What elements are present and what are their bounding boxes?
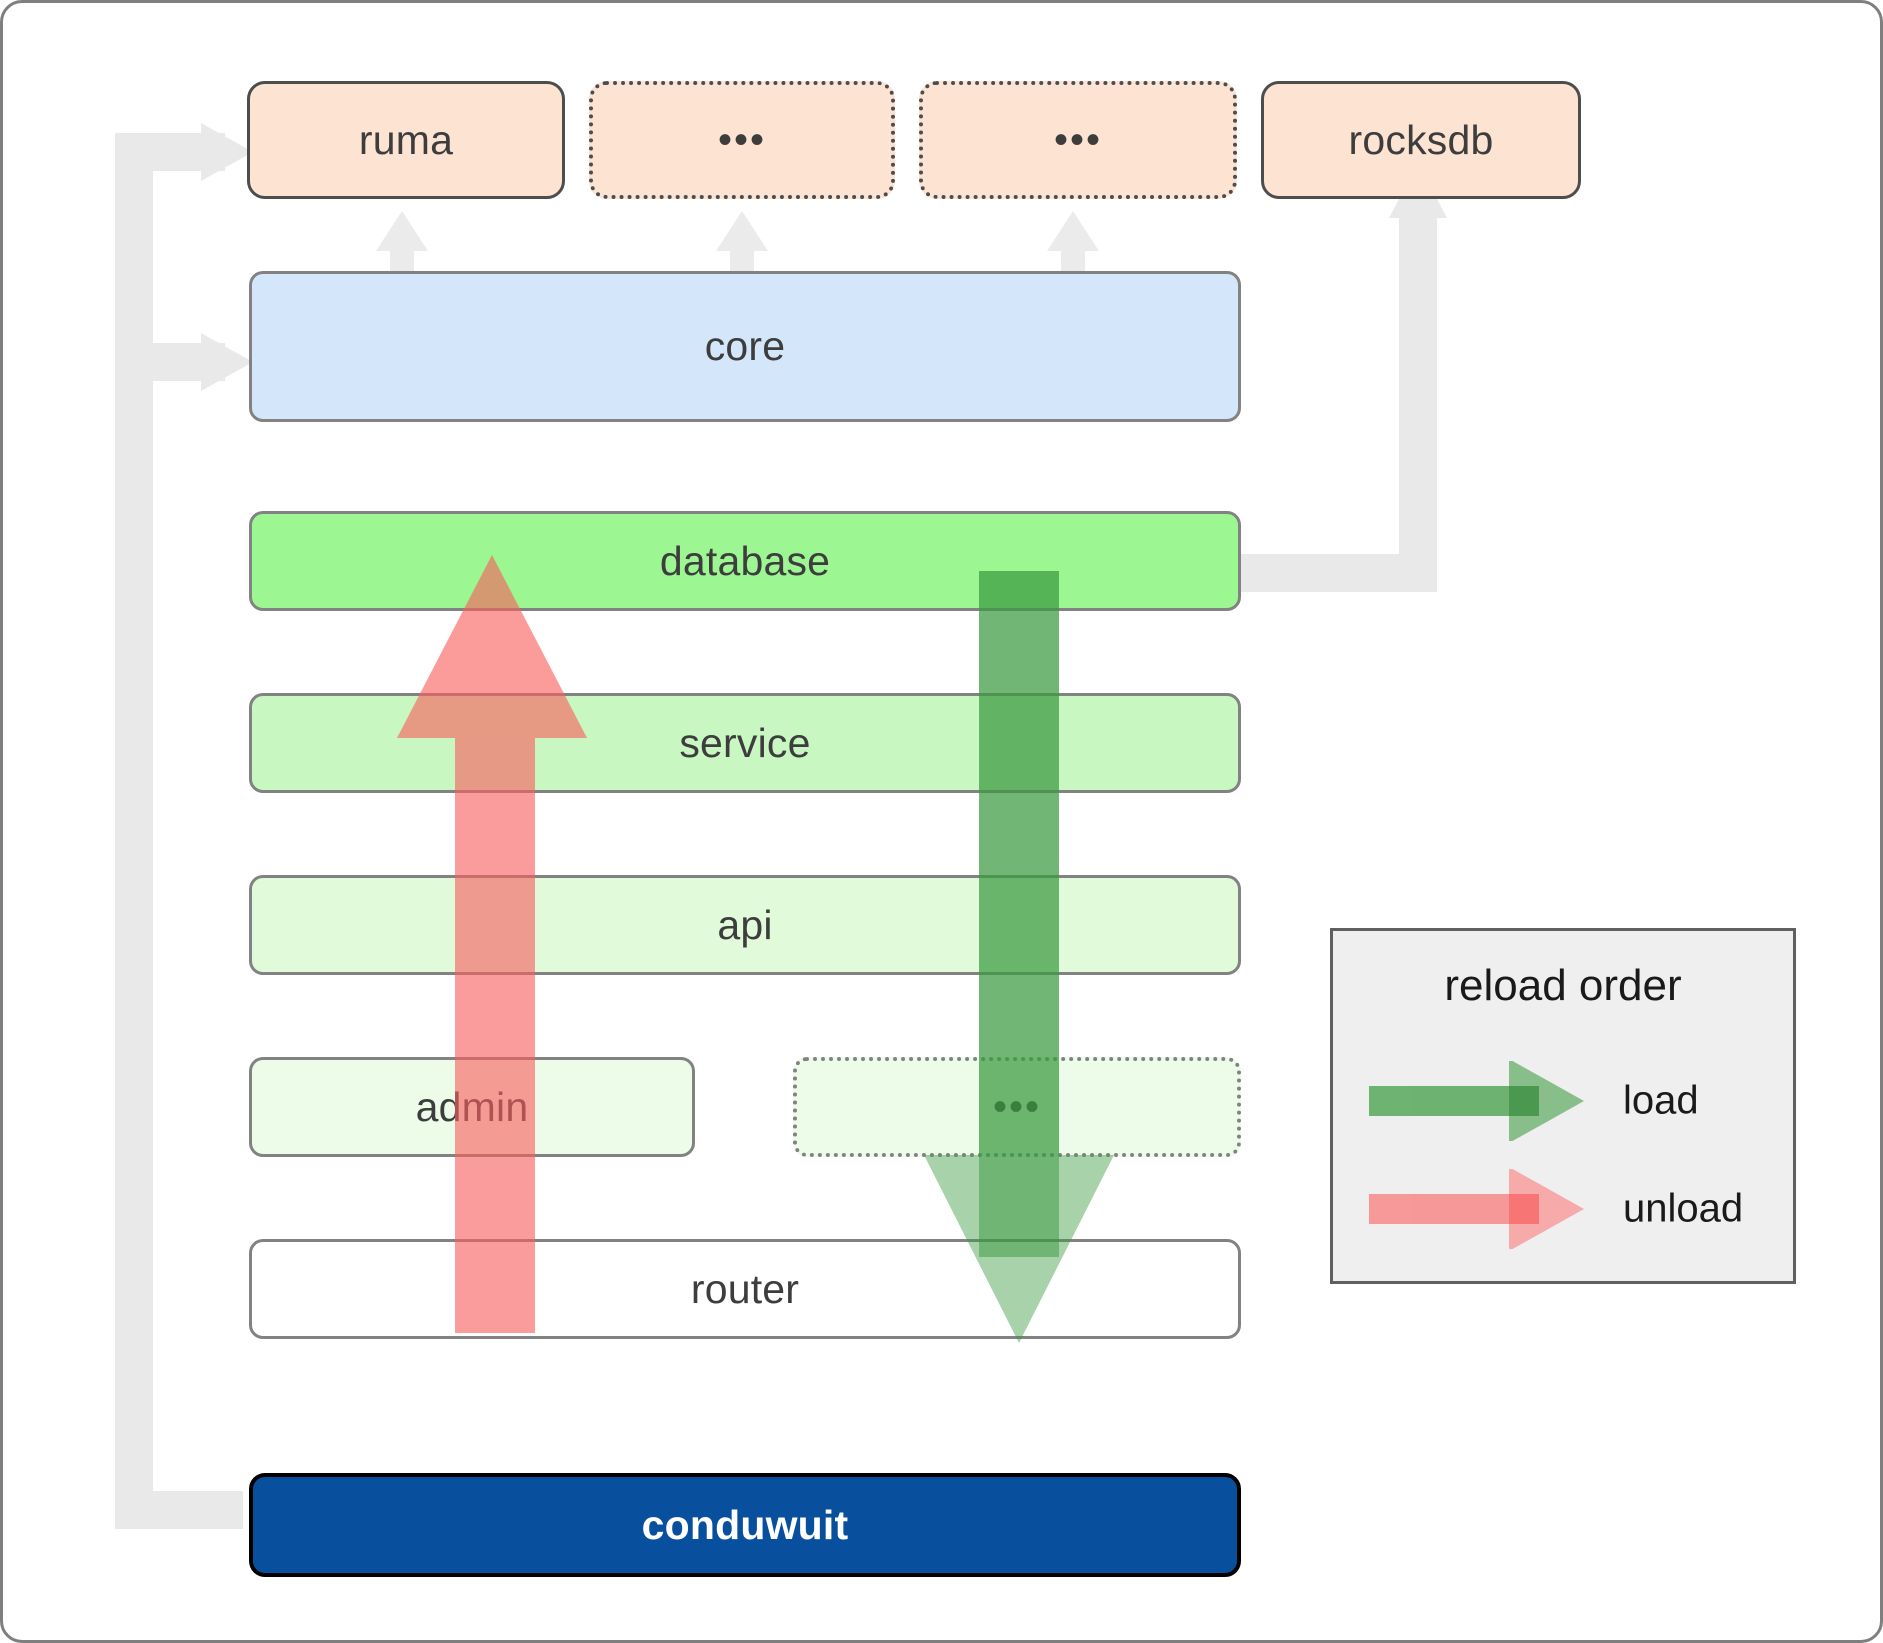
node-label-conduwuit: conduwuit — [641, 1501, 849, 1548]
legend-panel: reload order load — [1330, 928, 1796, 1284]
node-label-database: database — [659, 537, 831, 584]
legend-row-unload: unload — [1333, 1169, 1793, 1249]
legend-label-load: load — [1623, 1078, 1699, 1123]
node-dependency-ellipsis-2[interactable]: ••• — [919, 81, 1237, 199]
node-label-router: router — [690, 1265, 800, 1312]
node-label-ruma: ruma — [358, 116, 454, 163]
node-rocksdb[interactable]: rocksdb — [1261, 81, 1581, 199]
node-conduwuit[interactable]: conduwuit — [249, 1473, 1241, 1577]
legend-title: reload order — [1444, 961, 1682, 1010]
legend-layer: reload order load — [3, 3, 1880, 1640]
node-core[interactable]: core — [249, 271, 1241, 422]
legend-load-arrow-icon — [1369, 1061, 1584, 1141]
node-router[interactable]: router — [249, 1239, 1241, 1339]
node-label-core: core — [704, 323, 786, 369]
node-ruma[interactable]: ruma — [247, 81, 565, 199]
legend-row-load: load — [1333, 1061, 1793, 1141]
node-dependency-ellipsis-1[interactable]: ••• — [589, 81, 895, 199]
node-api[interactable]: api — [249, 875, 1241, 975]
node-label-rocksdb: rocksdb — [1348, 116, 1494, 163]
node-label-api: api — [717, 901, 773, 948]
legend-label-unload: unload — [1623, 1186, 1744, 1231]
node-label-service: service — [679, 719, 811, 766]
legend-unload-arrow-icon — [1369, 1169, 1584, 1249]
